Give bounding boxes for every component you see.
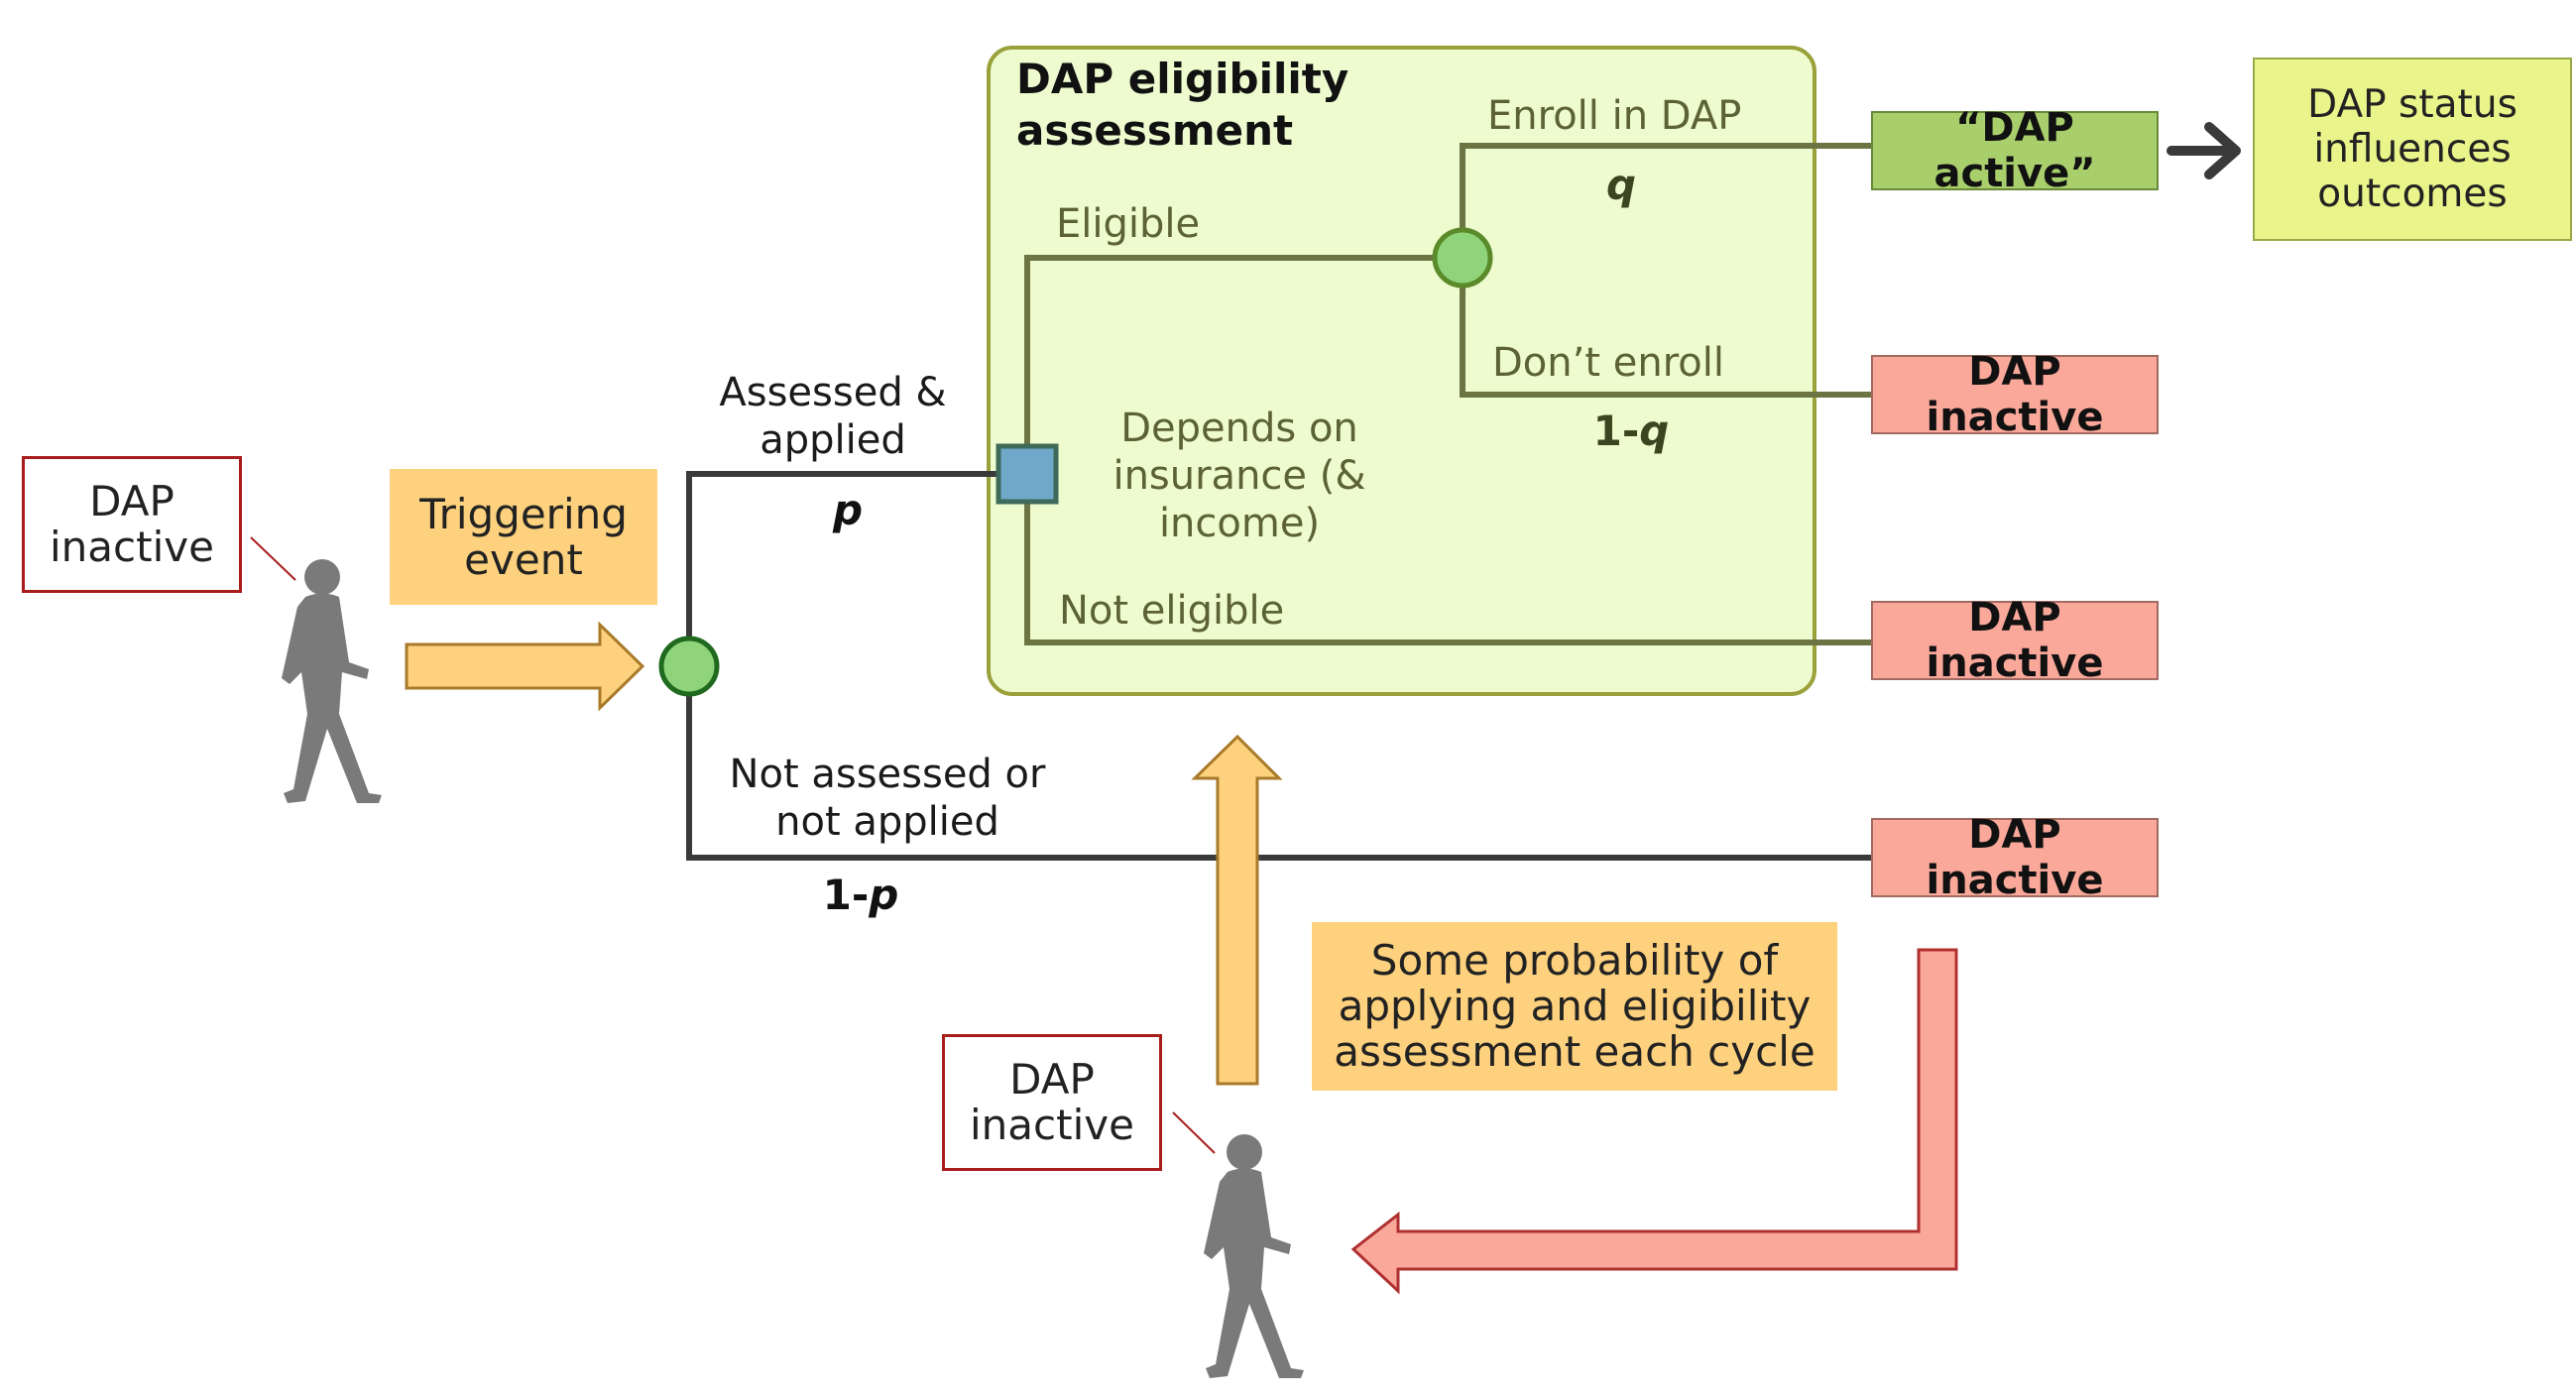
reassess-arrow <box>1191 734 1283 1086</box>
depends-note: Depends on insurance (& income) <box>1112 406 1366 546</box>
triggering-event-label: Triggering event <box>390 469 657 605</box>
chance-node-left <box>658 636 720 697</box>
outcome-dap-active: “DAP active” <box>1871 105 2159 196</box>
outcome-inactive-not-eligible-text: DAP inactive <box>1926 595 2104 686</box>
prob-one-minus-q-prefix: 1- <box>1592 407 1640 455</box>
trigger-arrow <box>405 621 645 712</box>
prob-q: q <box>1605 161 1637 209</box>
branch-eligible: Eligible <box>1056 201 1201 247</box>
status-note: DAP status influences outcomes <box>2253 58 2572 241</box>
outcome-inactive-not-eligible: DAP inactive <box>1871 595 2159 686</box>
person-bottom-status-text: DAP inactive <box>970 1055 1134 1149</box>
branch-not-eligible: Not eligible <box>1059 588 1285 634</box>
panel-title: DAP eligibility assessment <box>1016 55 1349 155</box>
prob-one-minus-p: 1-p <box>801 871 920 919</box>
prob-p: p <box>832 486 864 534</box>
branch-assessed: Assessed & applied <box>719 370 947 463</box>
outcome-inactive-not-assessed: DAP inactive <box>1871 812 2159 903</box>
prob-one-minus-q-var: q <box>1639 407 1670 455</box>
tree-lines-main <box>686 471 1872 861</box>
eligibility-panel <box>987 46 1816 696</box>
status-note-text: DAP status influences outcomes <box>2307 82 2517 216</box>
status-arrow <box>2166 122 2241 179</box>
decision-node <box>995 443 1059 505</box>
person-top-status: DAP inactive <box>22 456 242 593</box>
outcome-inactive-not-assessed-text: DAP inactive <box>1926 812 2104 903</box>
outcome-dap-active-text: “DAP active” <box>1933 105 2096 196</box>
prob-one-minus-p-prefix: 1- <box>822 871 870 919</box>
person-icon-bottom <box>1204 1134 1304 1378</box>
outcome-inactive-dont-enroll: DAP inactive <box>1871 349 2159 440</box>
outcome-inactive-dont-enroll-text: DAP inactive <box>1926 349 2104 440</box>
chance-node-inner <box>1432 227 1493 289</box>
branch-not-assessed: Not assessed or not applied <box>729 752 1046 845</box>
cycle-note-text: Some probability of applying and eligibi… <box>1334 936 1815 1076</box>
prob-one-minus-q: 1-q <box>1572 407 1691 455</box>
branch-dont-enroll: Don’t enroll <box>1492 340 1724 386</box>
person-icon-top <box>282 559 382 803</box>
tree-lines-inner <box>1024 143 1872 645</box>
prob-one-minus-p-var: p <box>869 871 899 919</box>
person-top-status-text: DAP inactive <box>50 477 214 571</box>
person-bottom-status: DAP inactive <box>942 1034 1162 1171</box>
callout-line-bottom <box>1172 1111 1216 1154</box>
return-arrow <box>1350 948 1958 1295</box>
cycle-note: Some probability of applying and eligibi… <box>1312 922 1837 1091</box>
triggering-event-text: Triggering event <box>419 489 628 584</box>
branch-enroll: Enroll in DAP <box>1487 93 1742 139</box>
callout-line-top <box>250 536 296 581</box>
